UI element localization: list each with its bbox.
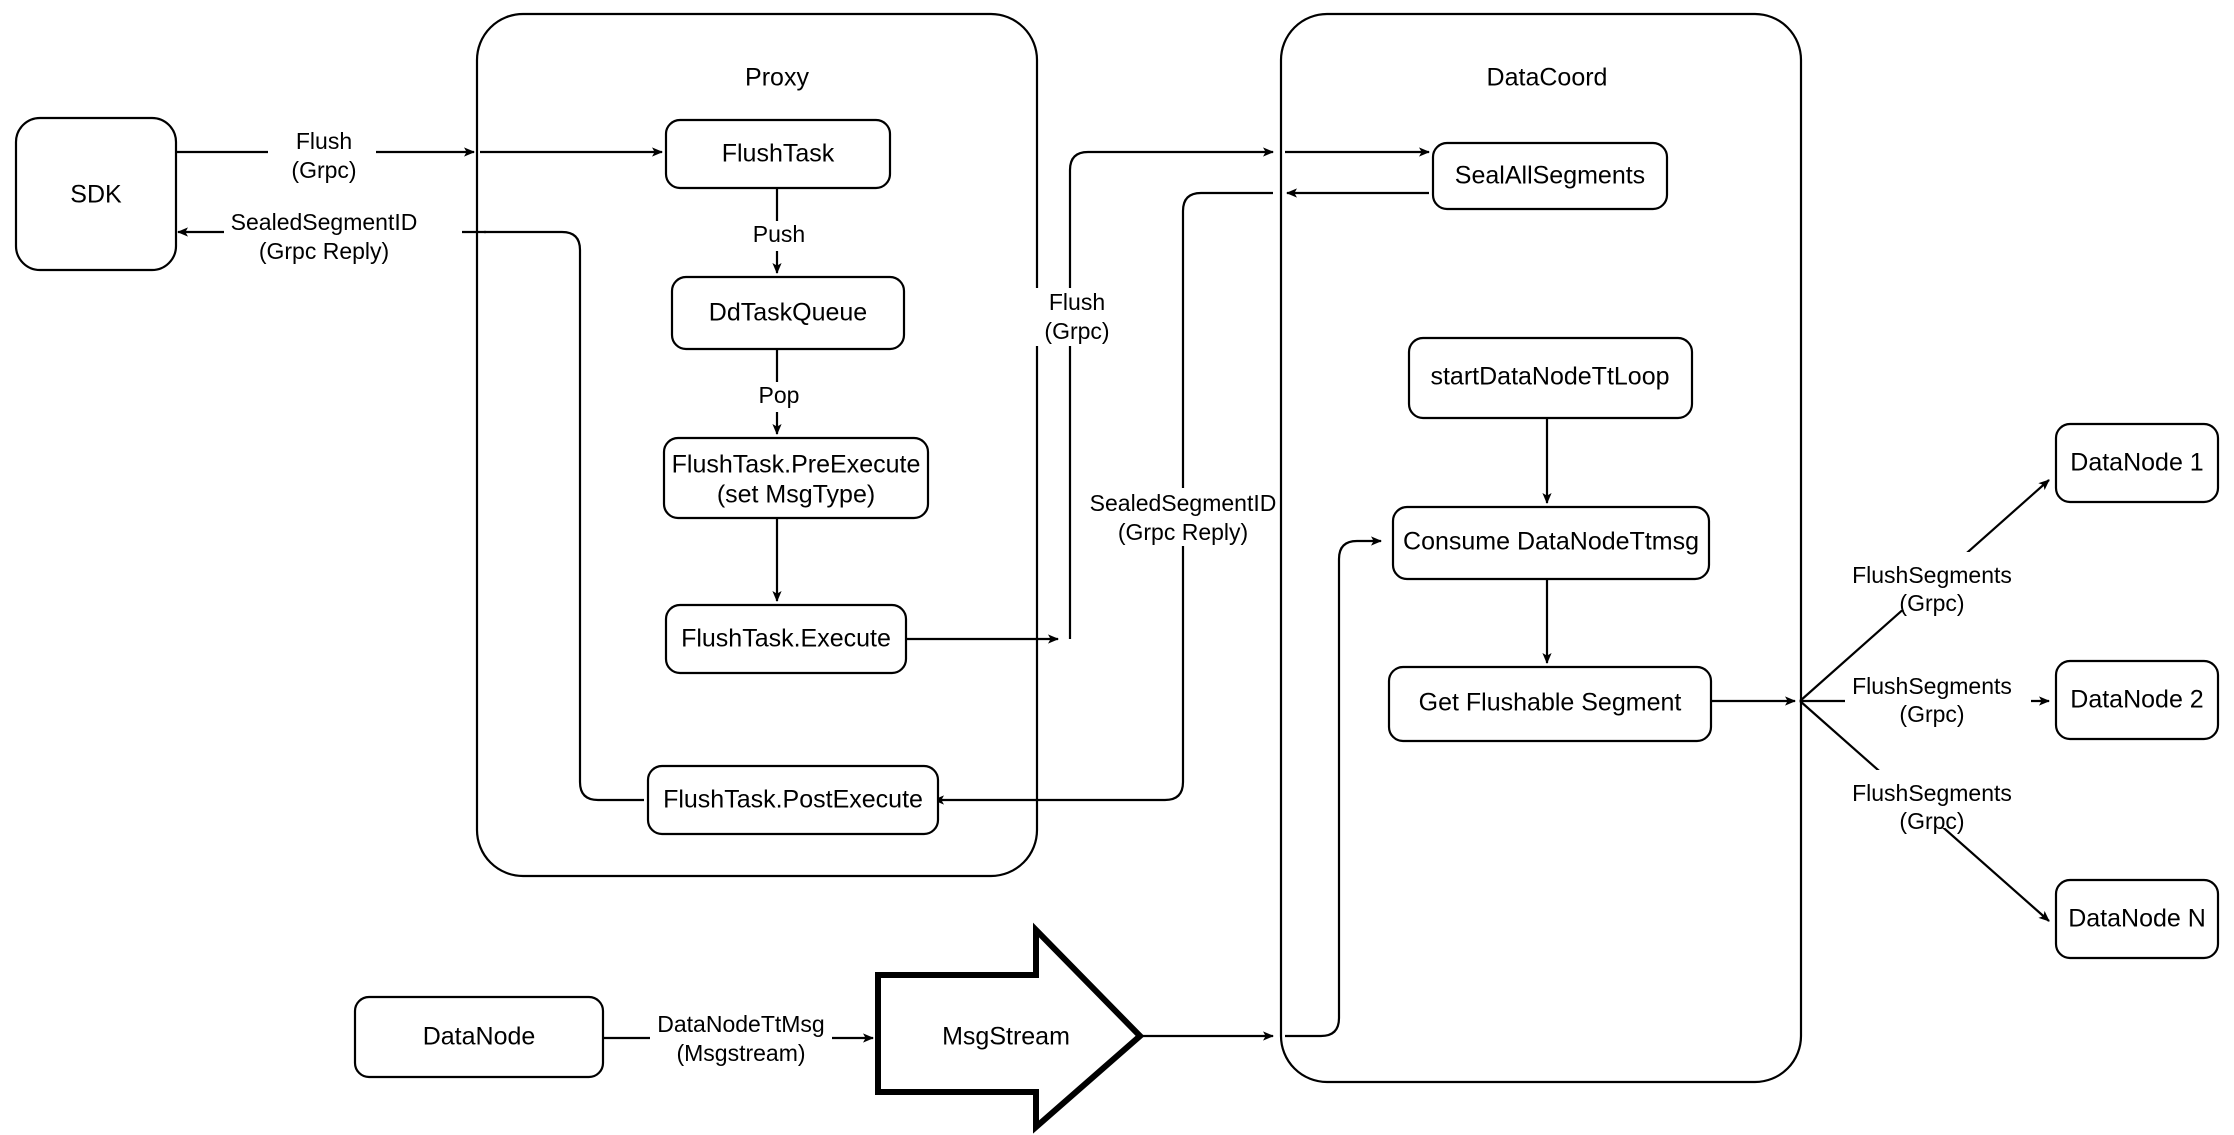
node-datanode-2[interactable]: DataNode 2 — [2054, 659, 2220, 741]
edge-postexecute-to-proxy-boundary — [484, 230, 644, 802]
edge-label-pop-text: Pop — [759, 382, 800, 408]
startdatanodettloop-label: startDataNodeTtLoop — [1430, 363, 1669, 391]
node-datanode-1[interactable]: DataNode 1 — [2054, 422, 2220, 504]
edge-label-coord-flush: Flush (Grpc) — [1023, 288, 1125, 346]
execute-box[interactable] — [664, 603, 908, 675]
getflushablesegment-box[interactable] — [1387, 665, 1713, 743]
edge-label-flushsegments-2: FlushSegments (Grpc) — [1845, 663, 2031, 727]
container-proxy: Proxy — [475, 12, 1039, 878]
startdatanodettloop-box[interactable] — [1407, 336, 1694, 420]
ddtaskqueue-box[interactable] — [670, 275, 906, 351]
edge-label-coord-flush-line1: Flush — [1049, 289, 1105, 315]
edge-label-flushsegments-n-line2: (Grpc) — [1899, 808, 1964, 834]
edge-label-flushsegments-1: FlushSegments (Grpc) — [1845, 552, 2031, 616]
container-datacoord: DataCoord — [1279, 12, 1803, 1084]
edge-label-ttmsg-line2: (Msgstream) — [676, 1040, 805, 1066]
datanode-1-label: DataNode 1 — [2070, 449, 2203, 477]
edge-label-flushsegments-2-line1: FlushSegments — [1852, 673, 2012, 699]
node-ddtaskqueue[interactable]: DdTaskQueue — [670, 275, 906, 351]
edge-label-flushsegments-n-line1: FlushSegments — [1852, 780, 2012, 806]
datanode-source-label: DataNode — [423, 1023, 536, 1051]
msgstream-arrow-shape[interactable] — [875, 922, 1145, 1134]
edge-label-flushsegments-1-line2: (Grpc) — [1899, 590, 1964, 616]
edge-proxy-to-datacoord-flush — [1068, 147, 1274, 639]
edge-label-sdk-sealedsegmentid: SealedSegmentID (Grpc Reply) — [224, 206, 462, 264]
msgstream-label: MsgStream — [942, 1023, 1070, 1051]
node-consume-datanode-ttmsg[interactable]: Consume DataNodeTtmsg — [1391, 505, 1711, 581]
edge-label-sdk-sealed-line1: SealedSegmentID — [231, 209, 418, 235]
node-sealallsegments[interactable]: SealAllSegments — [1431, 141, 1669, 211]
execute-label: FlushTask.Execute — [681, 625, 891, 653]
edge-label-sdk-flush-line1: Flush — [296, 128, 352, 154]
node-flushtask[interactable]: FlushTask — [664, 118, 892, 190]
edge-label-flushsegments-1-line1: FlushSegments — [1852, 562, 2012, 588]
node-flushtask-preexecute[interactable]: FlushTask.PreExecute (set MsgType) — [662, 436, 930, 520]
datanode-1-box[interactable] — [2054, 422, 2220, 504]
sealallsegments-label: SealAllSegments — [1455, 162, 1645, 190]
edge-label-ttmsg-line1: DataNodeTtMsg — [657, 1011, 824, 1037]
edge-label-flushsegments-n: FlushSegments (Grpc) — [1845, 770, 2031, 834]
edge-label-coord-flush-line2: (Grpc) — [1044, 318, 1109, 344]
postexecute-box[interactable] — [646, 764, 940, 836]
sdk-box[interactable] — [14, 116, 178, 272]
postexecute-label: FlushTask.PostExecute — [663, 786, 923, 814]
consumedatanodettmsg-box[interactable] — [1391, 505, 1711, 581]
node-sdk[interactable]: SDK — [14, 116, 178, 272]
datanode-n-label: DataNode N — [2068, 905, 2206, 933]
edge-label-pop: Pop — [748, 382, 810, 412]
ddtaskqueue-label: DdTaskQueue — [709, 299, 867, 327]
datanode-source-box[interactable] — [353, 995, 605, 1079]
node-flushtask-execute[interactable]: FlushTask.Execute — [664, 603, 908, 675]
edge-label-coord-sealed-line2: (Grpc Reply) — [1118, 519, 1248, 545]
sdk-label: SDK — [70, 181, 122, 209]
datanode-2-box[interactable] — [2054, 659, 2220, 741]
edge-label-push: Push — [744, 221, 814, 251]
edge-label-coord-sealedsegmentid: SealedSegmentID (Grpc Reply) — [1090, 488, 1277, 546]
proxy-container-border — [475, 12, 1039, 878]
preexecute-label-line1: FlushTask.PreExecute — [672, 451, 921, 479]
node-get-flushable-segment[interactable]: Get Flushable Segment — [1387, 665, 1713, 743]
proxy-container-label: Proxy — [745, 64, 809, 92]
edge-datacoord-boundary-to-consume-ttmsg — [1285, 536, 1382, 1038]
edge-label-sdk-sealed-line2: (Grpc Reply) — [259, 238, 389, 264]
node-datanode-n[interactable]: DataNode N — [2054, 878, 2220, 960]
sealallsegments-box[interactable] — [1431, 141, 1669, 211]
node-start-datanode-tt-loop[interactable]: startDataNodeTtLoop — [1407, 336, 1694, 420]
node-datanode-source[interactable]: DataNode — [353, 995, 605, 1079]
node-msgstream[interactable]: MsgStream — [875, 922, 1145, 1134]
datacoord-container-border — [1279, 12, 1803, 1084]
edge-label-sdk-flush-line2: (Grpc) — [291, 157, 356, 183]
flushtask-box[interactable] — [664, 118, 892, 190]
consumedatanodettmsg-label: Consume DataNodeTtmsg — [1403, 528, 1699, 556]
flushtask-label: FlushTask — [722, 140, 835, 168]
edge-label-flushsegments-2-line2: (Grpc) — [1899, 701, 1964, 727]
edge-label-coord-sealed-line1: SealedSegmentID — [1090, 490, 1277, 516]
preexecute-box[interactable] — [662, 436, 930, 520]
edge-label-sdk-flush: Flush (Grpc) — [268, 127, 376, 187]
node-flushtask-postexecute[interactable]: FlushTask.PostExecute — [646, 764, 940, 836]
datacoord-container-label: DataCoord — [1487, 64, 1608, 92]
datanode-2-label: DataNode 2 — [2070, 686, 2203, 714]
datanode-n-box[interactable] — [2054, 878, 2220, 960]
edge-label-push-text: Push — [753, 221, 805, 247]
preexecute-label-line2: (set MsgType) — [717, 481, 875, 509]
getflushablesegment-label: Get Flushable Segment — [1419, 689, 1682, 717]
edge-label-datanode-ttmsg: DataNodeTtMsg (Msgstream) — [650, 1010, 832, 1068]
